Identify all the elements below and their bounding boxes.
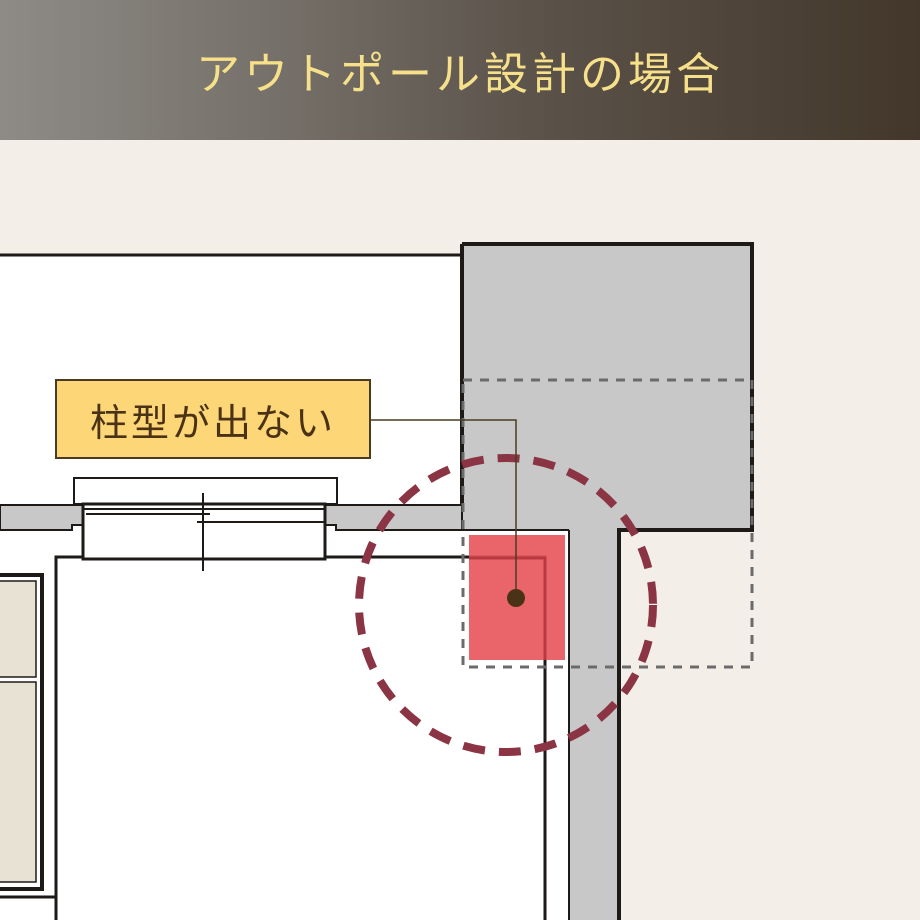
page-title: アウトポール設計の場合: [196, 49, 724, 100]
window: [73, 477, 338, 571]
floor-plan-diagram: [0, 140, 920, 920]
callout-text: 柱型が出ない: [89, 400, 336, 445]
exterior-wall-outline: [462, 242, 754, 920]
exterior-area: [621, 532, 752, 920]
leader-line: [371, 419, 517, 598]
wall-strip-left: [0, 504, 84, 531]
highlight-ring-icon: [355, 454, 657, 756]
callout-label: 柱型が出ない: [55, 379, 371, 459]
title-banner: アウトポール設計の場合: [0, 0, 920, 140]
room-left-wall: [54, 555, 83, 920]
exterior-wall-block: [462, 244, 752, 920]
column-inner-line: [469, 556, 547, 660]
wall-strip-right: [324, 504, 463, 531]
cabinet: [0, 573, 44, 891]
marker-dot-icon: [507, 589, 525, 607]
